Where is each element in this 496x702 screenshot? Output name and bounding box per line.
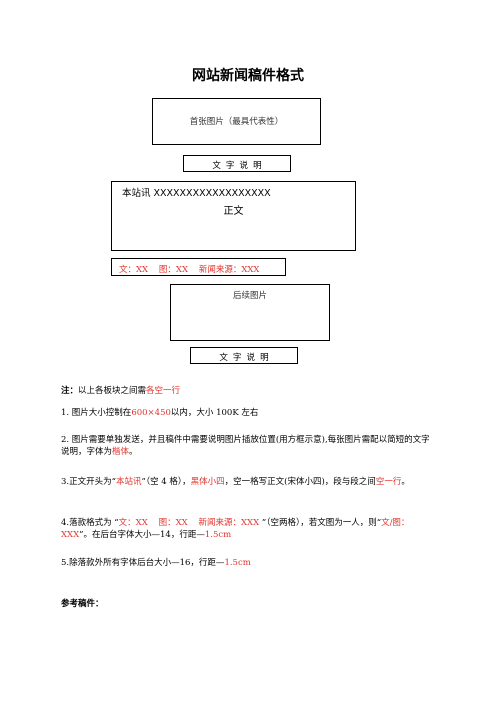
note-red: 各空一行 [146, 386, 181, 396]
item-4-red-3: 1.5cm [204, 530, 232, 540]
item-3-b: ”（空 4 格）， [141, 477, 191, 487]
reference-label: 参考稿件： [61, 598, 431, 610]
body-box: 本站讯 XXXXXXXXXXXXXXXXXX 正文 [111, 181, 356, 251]
item-5-red: 1.5cm [224, 558, 251, 568]
item-2-end: 。 [129, 447, 138, 457]
item-3: 3.正文开头为“本站讯”（空 4 格），黑体小四，空一格写正文(宋体小四)，段与… [61, 476, 431, 488]
note-label: 注： [61, 386, 79, 396]
caption-box-2: 文 字 说 明 [190, 347, 298, 364]
item-5: 5.除落款外所有字体后台大小—16，行距—1.5cm [61, 557, 431, 569]
item-2-red: 楷体 [112, 447, 130, 457]
item-3-end: 。 [401, 477, 410, 487]
item-2: 2. 图片需要单独发送，并且稿件中需要说明图片插放位置(用方框示意),每张图片需… [61, 434, 431, 458]
item-5-a: 5.除落款外所有字体后台大小—16，行距— [61, 558, 225, 568]
item-1: 1. 图片大小控制在600×450以内，大小 100K 左右 [61, 407, 431, 419]
reference-label-text: 参考稿件： [61, 599, 104, 609]
page-title: 网站新闻稿件格式 [192, 68, 304, 84]
item-4-red-1: 文：XX 图：XX 新闻来源：XXX [118, 518, 260, 528]
item-3-red-3: 空一行 [375, 477, 402, 487]
body-header: 本站讯 XXXXXXXXXXXXXXXXXX [122, 188, 271, 199]
body-text-label: 正文 [223, 206, 244, 217]
note-text: 以上各板块之间需 [78, 386, 147, 396]
later-image-label: 后续图片 [232, 291, 267, 301]
item-4-b: ”（空两格），若文图为一人，则“ [259, 518, 382, 528]
item-1-rest: 以内，大小 100K 左右 [170, 408, 259, 418]
item-4-red-2: 文/图：XXX [61, 518, 410, 540]
item-4-a: 4.落款格式为 “ [61, 518, 119, 528]
note-line: 注：以上各板块之间需各空一行 [61, 385, 431, 397]
item-2-a: 2. 图片需要单独发送，并且稿件中需要说明图片插放位置(用方框示意),每张图片需… [61, 435, 430, 457]
caption-label-1: 文 字 说 明 [212, 161, 262, 171]
item-4-c: ”。在后台字体大小—14，行距— [79, 530, 205, 540]
later-image-box: 后续图片 [170, 284, 330, 341]
first-image-box: 首张图片（最具代表性） [152, 98, 321, 145]
item-1-a: 1. 图片大小控制在 [61, 408, 132, 418]
credit-line-text: 文：XX 图：XX 新闻来源：XXX [119, 265, 260, 275]
item-1-red: 600×450 [131, 408, 171, 418]
item-3-red-1: 本站讯 [115, 477, 142, 487]
item-3-a: 3.正文开头为“ [61, 477, 116, 487]
first-image-label: 首张图片（最具代表性） [189, 117, 284, 127]
credit-line-box: 文：XX 图：XX 新闻来源：XXX [111, 258, 286, 276]
item-3-c: ，空一格写正文(宋体小四)，段与段之间 [224, 477, 376, 487]
caption-label-2: 文 字 说 明 [219, 353, 269, 363]
item-4: 4.落款格式为 “文：XX 图：XX 新闻来源：XXX ”（空两格），若文图为一… [61, 517, 431, 541]
caption-box-1: 文 字 说 明 [183, 155, 291, 172]
item-3-red-2: 黑体小四 [190, 477, 225, 487]
